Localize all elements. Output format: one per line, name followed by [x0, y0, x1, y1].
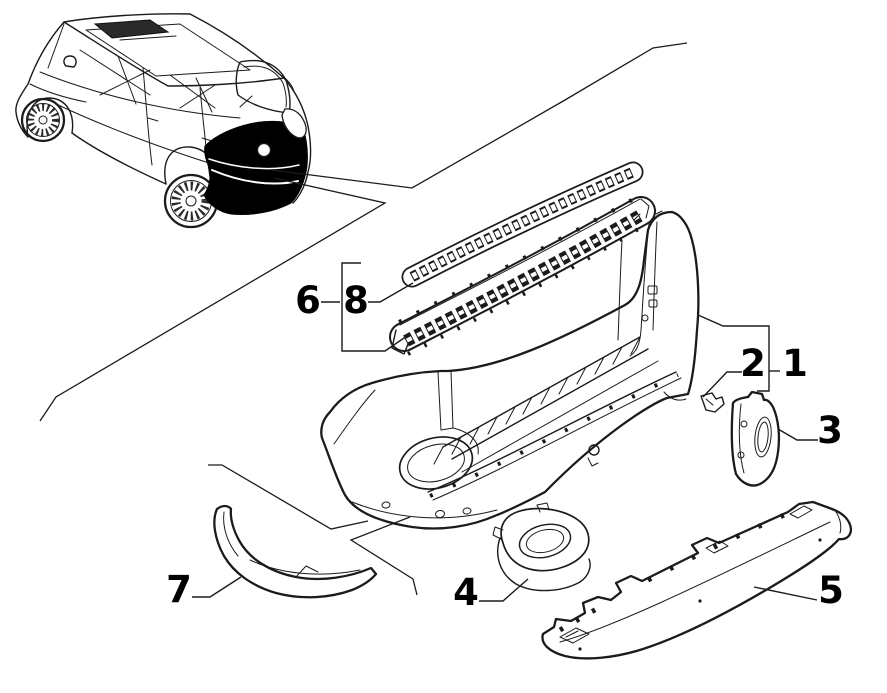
part-fog-lamp-bezel [492, 502, 591, 592]
reference-line-lower [39, 177, 387, 422]
part-lower-shield [541, 500, 853, 660]
callout-5-label[interactable]: 5 [818, 569, 844, 612]
callout-7-label[interactable]: 7 [166, 568, 192, 611]
front-wheel [20, 97, 66, 143]
callout-2-leader [702, 371, 742, 398]
reference-line-bottom [349, 516, 418, 596]
part-step-plate-inner [389, 194, 656, 356]
callout-3-label[interactable]: 3 [817, 409, 843, 452]
part-step-plate-outer [401, 161, 644, 288]
callout-4[interactable]: 4 [453, 571, 529, 614]
callout-6[interactable]: 6 [295, 262, 408, 352]
callout-7-leader [192, 576, 242, 598]
callout-8-leader [368, 282, 414, 303]
callout-7[interactable]: 7 [166, 568, 242, 611]
part-bumper-cover [320, 210, 700, 530]
callout-6-bracket [341, 262, 408, 352]
brand-badge [256, 142, 272, 158]
callout-4-leader [479, 578, 529, 602]
tail-lamp [281, 108, 307, 139]
reference-line-left [208, 464, 369, 530]
callout-5-leader [753, 586, 818, 601]
callout-4-label[interactable]: 4 [453, 571, 479, 614]
callout-2-label[interactable]: 2 [740, 342, 766, 385]
callout-1-bracket [697, 314, 770, 392]
callout-3-leader [777, 428, 818, 441]
reference-lines [39, 42, 688, 596]
part-trim-strip [213, 504, 378, 599]
callout-1[interactable]: 1 [697, 314, 808, 392]
part-tow-hook-cover [730, 390, 781, 487]
callout-1-label[interactable]: 1 [782, 342, 808, 385]
callout-2[interactable]: 2 [702, 342, 766, 398]
callout-5[interactable]: 5 [753, 569, 844, 612]
callout-8-label[interactable]: 8 [343, 279, 369, 322]
callout-8[interactable]: 8 [343, 279, 414, 322]
reference-line-upper [271, 42, 688, 189]
callout-6-label[interactable]: 6 [295, 279, 321, 322]
part-fastener-clip [700, 392, 725, 413]
callout-3[interactable]: 3 [777, 409, 843, 452]
vehicle-thumbnail [15, 13, 312, 229]
